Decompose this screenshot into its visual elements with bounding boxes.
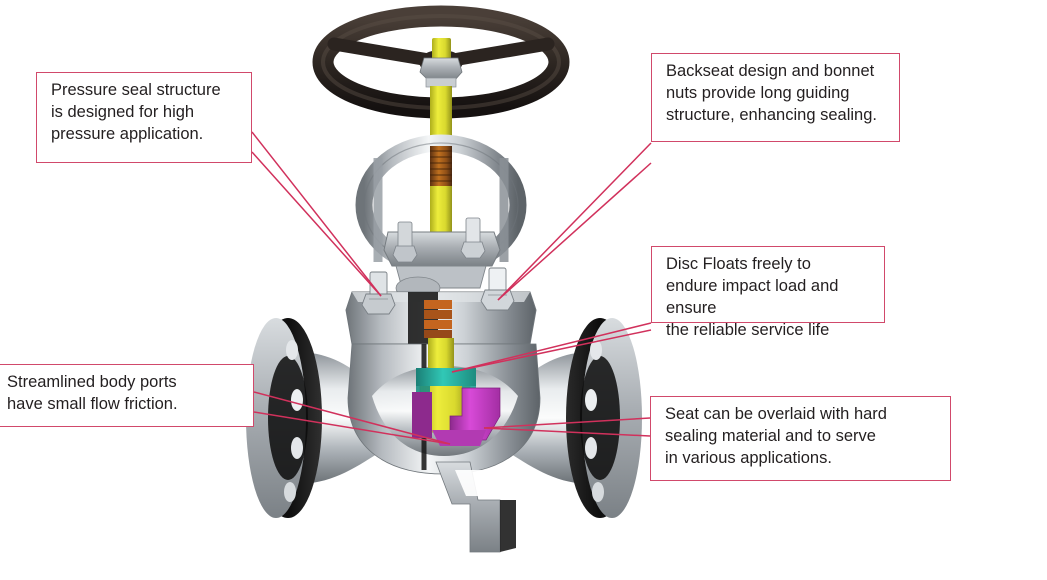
gland-bolt-left — [392, 221, 418, 263]
callout-seat: Seat can be overlaid with hard sealing m… — [650, 396, 951, 481]
gland-flange-group — [383, 217, 501, 300]
seat-base — [432, 430, 486, 446]
seat-left — [412, 392, 432, 438]
stem-upper — [430, 86, 452, 148]
stem-nut-group — [419, 38, 463, 88]
support-leg-group — [435, 461, 516, 553]
callout-disc-floats: Disc Floats freely to endure impact load… — [651, 246, 885, 339]
stem-threads — [430, 146, 452, 186]
callout-pressure-seal: Pressure seal structure is designed for … — [36, 72, 252, 163]
packing-rings — [424, 300, 452, 338]
inlet-flange-group — [246, 318, 322, 518]
callout-streamlined: Streamlined body ports have small flow f… — [0, 364, 254, 427]
gland-bolt-right — [460, 217, 486, 259]
outlet-flange-group — [566, 318, 642, 518]
stem-lower — [428, 338, 454, 372]
callout-backseat: Backseat design and bonnet nuts provide … — [651, 53, 900, 142]
bonnet-nut-right — [480, 267, 515, 311]
thread-lines — [430, 150, 452, 182]
seal-ring — [416, 368, 476, 386]
